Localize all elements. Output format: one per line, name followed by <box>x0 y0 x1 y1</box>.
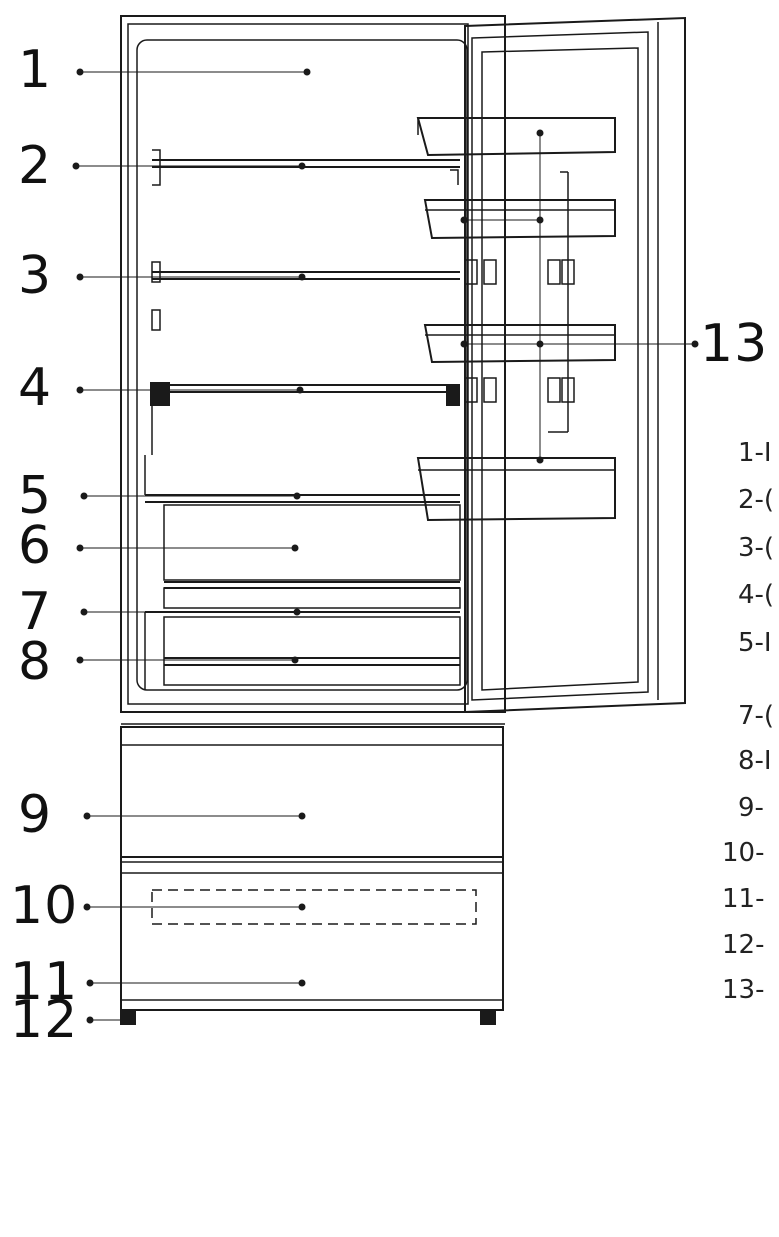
drawer-9 <box>120 726 504 858</box>
callout-1: 1 <box>18 40 53 100</box>
callout-9: 9 <box>18 785 53 845</box>
shelf-5 <box>145 494 460 503</box>
callout-4: 4 <box>18 358 53 418</box>
leader-dots <box>72 68 699 1024</box>
callout-13: 13 <box>700 314 769 374</box>
shelf-3 <box>151 261 460 331</box>
callout-10: 10 <box>10 876 79 936</box>
drawer-8 <box>144 612 461 690</box>
leader-lines <box>76 71 695 1021</box>
fridge-compartment <box>120 15 506 725</box>
callout-5: 5 <box>18 466 53 526</box>
door-rack-1 <box>416 117 616 157</box>
callout-8: 8 <box>18 632 53 692</box>
callout-12: 12 <box>10 990 79 1050</box>
drawer-10-outline <box>151 889 477 925</box>
drawer-11 <box>120 856 504 1011</box>
fridge-door <box>464 16 686 714</box>
door-rails <box>464 171 575 433</box>
callout-7: 7 <box>18 582 53 642</box>
door-rack-4 <box>416 457 616 522</box>
callout-3: 3 <box>18 246 53 306</box>
callout-11: 11 <box>10 952 79 1012</box>
door-rack-2 <box>423 199 616 240</box>
drawer-6 <box>163 504 461 589</box>
callout-6: 6 <box>18 516 53 576</box>
feet <box>120 1009 496 1025</box>
divider-7 <box>145 587 461 613</box>
callout-2: 2 <box>18 136 53 196</box>
door-rack-3 <box>423 324 616 364</box>
shelf-4 <box>150 382 460 406</box>
shelf-2 <box>152 149 460 186</box>
